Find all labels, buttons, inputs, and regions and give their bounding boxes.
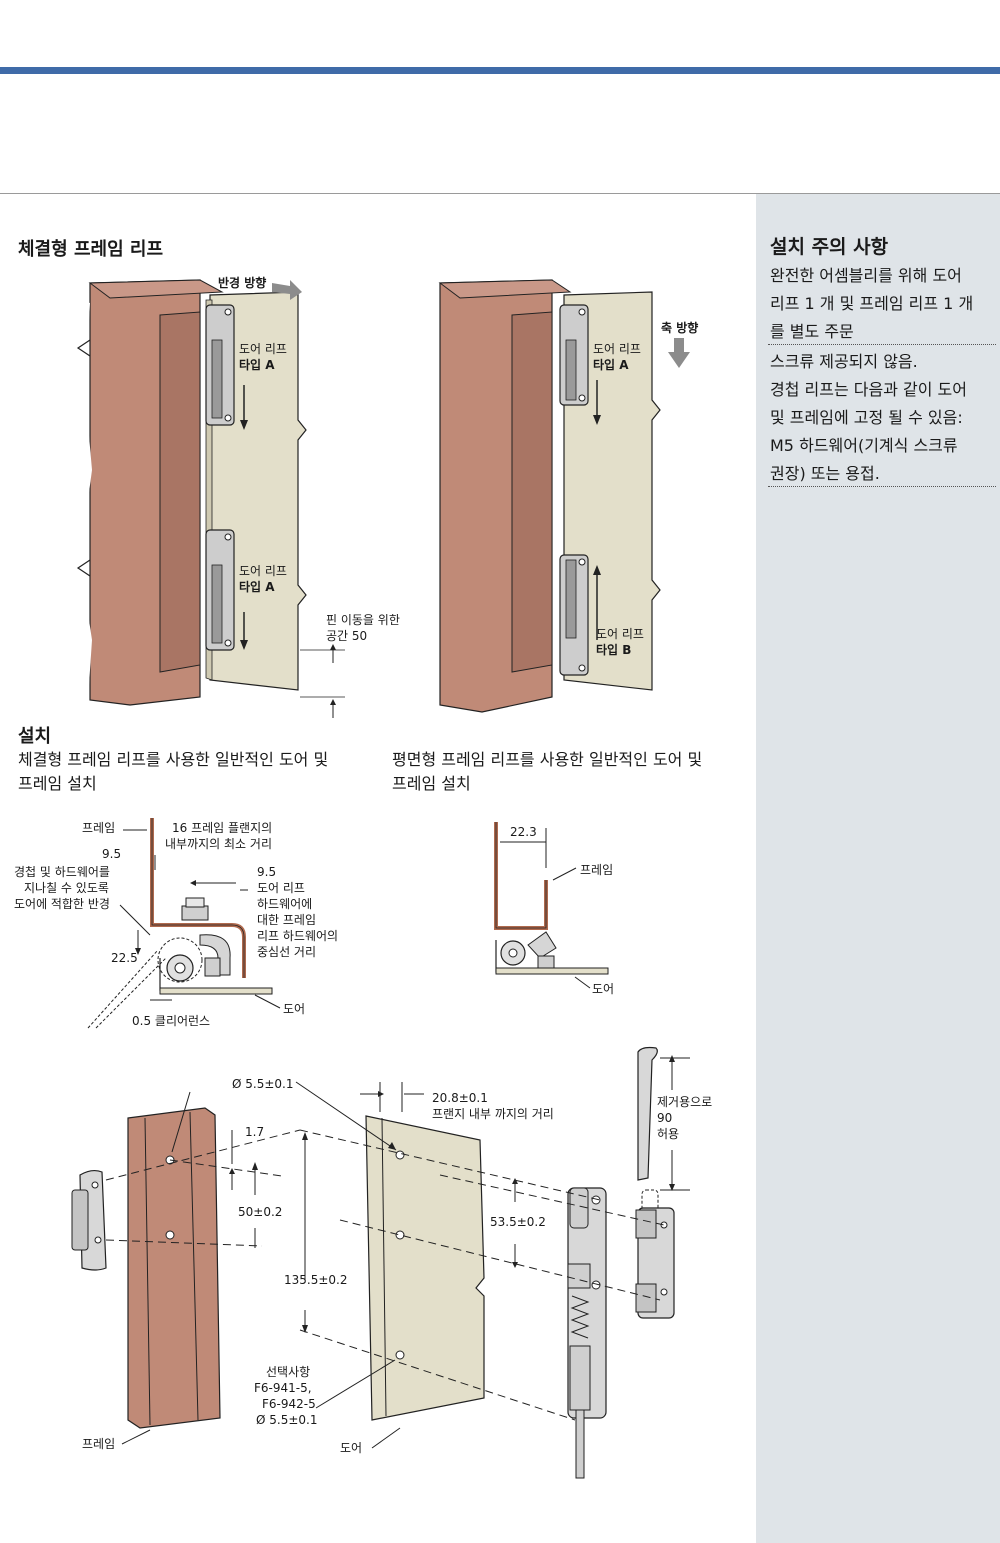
sidebar-line: 를 별도 주문 xyxy=(770,322,854,341)
caption-right: 평면형 프레임 리프를 사용한 일반적인 도어 및 프레임 설치 xyxy=(392,748,702,796)
sidebar-title: 설치 주의 사항 xyxy=(770,236,889,258)
section-title-install: 설치 xyxy=(18,726,52,747)
fig1-leaf-bottom-line2: 타입 A xyxy=(239,579,275,594)
fig5-dim-20-8-line2: 프랜지 내부 까지의 거리 xyxy=(432,1107,554,1121)
fig5-removal-line1: 제거용으로 xyxy=(657,1095,712,1109)
figure-clamp-section xyxy=(87,818,281,1029)
sidebar-line: 완전한 어셈블리를 위해 도어 xyxy=(770,266,962,285)
fig3-swing-line1: 경첩 및 하드웨어를 xyxy=(14,865,110,879)
fig1-pin-space-line2: 공간 50 xyxy=(326,629,367,643)
fig3-frame-label: 프레임 xyxy=(82,821,115,835)
fig5-hole-dia: Ø 5.5±0.1 xyxy=(232,1077,293,1091)
sidebar-line: 경첩 리프는 다음과 같이 도어 xyxy=(770,380,967,399)
caption-line: 프레임 설치 xyxy=(18,774,97,793)
fig4-dim-22-3: 22.3 xyxy=(510,825,537,839)
fig4-frame-label: 프레임 xyxy=(580,863,613,877)
fig1-direction-label: 반경 방향 xyxy=(218,275,266,290)
fig5-optional-line1: 선택사항 xyxy=(266,1365,310,1379)
fig1-leaf-top-line2: 타입 A xyxy=(239,357,275,372)
top-accent-rule xyxy=(0,67,1000,74)
fig2-leaf-top-line2: 타입 A xyxy=(593,357,629,372)
fig5-optional-line4: Ø 5.5±0.1 xyxy=(256,1413,317,1427)
sidebar-line: 스크류 제공되지 않음. xyxy=(770,352,918,371)
fig5-removal-line3: 허용 xyxy=(657,1127,679,1141)
figure-radial-door-frame xyxy=(76,279,345,718)
fig5-frame-label: 프레임 xyxy=(82,1437,115,1451)
fig5-dim-20-8-line1: 20.8±0.1 xyxy=(432,1091,488,1105)
fig3-swing-line2: 지나칠 수 있도록 xyxy=(24,881,109,895)
figure-flat-section xyxy=(494,822,609,989)
fig5-door-label: 도어 xyxy=(340,1441,362,1455)
caption-line: 프레임 설치 xyxy=(392,774,471,793)
fig2-direction-label: 축 방향 xyxy=(661,320,698,335)
sidebar-line: 권장) 또는 용접. xyxy=(770,464,880,483)
fig3-flange-line1: 16 프레임 플랜지의 xyxy=(172,821,272,835)
fig3-dim-9-5-b: 9.5 xyxy=(257,865,276,879)
section-title-clamp-leaf: 체결형 프레임 리프 xyxy=(18,239,164,260)
fig3-dim-22-5: 22.5 xyxy=(111,951,138,965)
fig1-leaf-top-line1: 도어 리프 xyxy=(239,342,287,356)
sidebar-note-2: 스크류 제공되지 않음. 경첩 리프는 다음과 같이 도어 및 프레임에 고정 … xyxy=(770,348,995,488)
fig2-leaf-bottom-line1: 도어 리프 xyxy=(596,627,644,641)
fig3-swing-line3: 도어에 적합한 반경 xyxy=(14,897,110,911)
sidebar-dotted-divider xyxy=(768,486,996,487)
fig3-centerline-line2: 하드웨어에 xyxy=(257,897,312,911)
sidebar-line: M5 하드웨어(기계식 스크류 xyxy=(770,436,958,455)
header-divider xyxy=(0,193,1000,194)
fig5-optional-line2: F6-941-5, xyxy=(254,1381,312,1395)
fig3-centerline-line4: 리프 하드웨어의 xyxy=(257,929,338,943)
fig4-door-label: 도어 xyxy=(592,982,614,996)
fig3-door-label: 도어 xyxy=(283,1002,305,1016)
fig5-removal-line2: 90 xyxy=(657,1111,672,1125)
fig1-leaf-bottom-line1: 도어 리프 xyxy=(239,564,287,578)
fig5-dim-50: 50±0.2 xyxy=(238,1205,282,1219)
fig2-leaf-top-line1: 도어 리프 xyxy=(593,342,641,356)
sidebar-line: 및 프레임에 고정 될 수 있음: xyxy=(770,408,963,427)
fig3-centerline-line5: 중심선 거리 xyxy=(257,945,316,959)
fig3-centerline-line3: 대한 프레임 xyxy=(257,913,316,927)
fig3-centerline-line1: 도어 리프 xyxy=(257,881,305,895)
fig5-dim-53-5: 53.5±0.2 xyxy=(490,1215,546,1229)
fig1-pin-space-line1: 핀 이동을 위한 xyxy=(326,613,400,627)
fig5-dim-135-5: 135.5±0.2 xyxy=(284,1273,348,1287)
fig3-clearance-label: 0.5 클리어런스 xyxy=(132,1014,210,1028)
fig3-dim-9-5-a: 9.5 xyxy=(102,847,121,861)
sidebar-note-1: 완전한 어셈블리를 위해 도어 리프 1 개 및 프레임 리프 1 개 를 별도… xyxy=(770,262,995,346)
fig3-flange-line2: 내부까지의 최소 거리 xyxy=(165,837,272,851)
figure-exploded-assembly xyxy=(71,1046,690,1479)
sidebar-dotted-divider xyxy=(768,344,996,345)
caption-left: 체결형 프레임 리프를 사용한 일반적인 도어 및 프레임 설치 xyxy=(18,748,328,796)
fig5-dim-1-7: 1.7 xyxy=(245,1125,264,1139)
caption-line: 체결형 프레임 리프를 사용한 일반적인 도어 및 xyxy=(18,750,329,769)
caption-line: 평면형 프레임 리프를 사용한 일반적인 도어 및 xyxy=(392,750,703,769)
figure-axial-door-frame xyxy=(438,279,690,713)
sidebar-line: 리프 1 개 및 프레임 리프 1 개 xyxy=(770,294,974,313)
fig5-optional-line3: F6-942-5 xyxy=(262,1397,316,1411)
fig2-leaf-bottom-line2: 타입 B xyxy=(596,642,631,657)
sidebar-panel xyxy=(756,194,1000,1543)
